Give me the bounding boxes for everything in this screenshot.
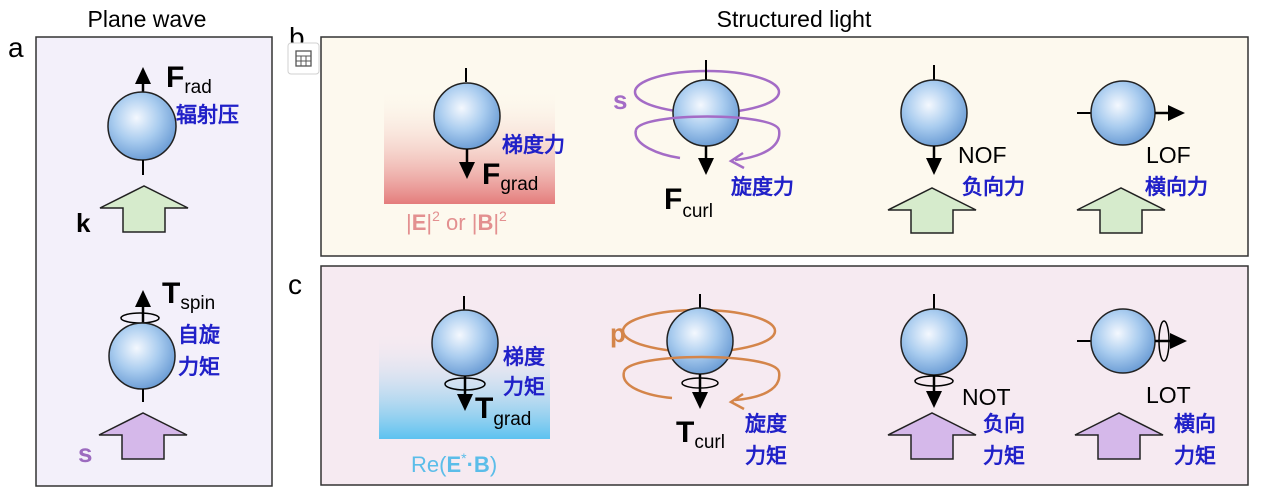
curl-torque-cn-1: 旋度 — [744, 412, 787, 436]
sphere-a-bottom — [108, 322, 176, 390]
sphere-c2 — [666, 307, 734, 375]
sphere-c1 — [431, 309, 499, 377]
overlay-grid-frame — [295, 50, 312, 67]
grad-torque-cn-1: 梯度 — [503, 345, 545, 369]
t-spin-label: Tspin — [162, 277, 215, 314]
nof-arrowhead — [926, 158, 942, 175]
t-curl-arrowhead — [692, 392, 708, 409]
not-arrowhead — [926, 391, 942, 408]
curl-force-cn: 旋度力 — [730, 175, 794, 199]
sphere-b4 — [1090, 80, 1156, 146]
sphere-c3 — [900, 308, 968, 376]
panel-label-a: a — [8, 32, 24, 63]
p-label: p — [610, 318, 626, 348]
s-arrow-lot — [1074, 412, 1164, 460]
f-curl-label: Fcurl — [664, 183, 713, 222]
nof-label: NOF — [958, 142, 1007, 168]
curl-torque-cn-2: 力矩 — [745, 444, 787, 468]
helicity-caption: Re(E*·B) — [411, 450, 497, 477]
spin-loop-arrowhead — [728, 151, 745, 170]
sphere-c4 — [1090, 308, 1156, 374]
not-cn-1: 负向 — [983, 412, 1025, 436]
p-loop-bottom — [622, 355, 781, 402]
grad-force-cn: 梯度力 — [502, 133, 565, 157]
sphere-b1 — [433, 82, 501, 150]
lot-label: LOT — [1146, 382, 1191, 408]
sphere-b3 — [900, 79, 968, 147]
f-rad-label: Frad — [166, 61, 212, 98]
header-structured-light: Structured light — [717, 6, 872, 32]
s-label-b: s — [613, 85, 627, 115]
not-label: NOT — [962, 384, 1011, 410]
nof-cn: 负向力 — [962, 175, 1025, 199]
intensity-caption: |E|2 or |B|2 — [406, 208, 507, 235]
t-spin-cn-2: 力矩 — [178, 355, 220, 379]
lof-cn: 横向力 — [1145, 175, 1208, 199]
lof-label: LOF — [1146, 142, 1191, 168]
grad-torque-cn-2: 力矩 — [503, 375, 545, 399]
f-curl-arrowhead — [698, 158, 714, 175]
spin-loop-bottom-left — [634, 129, 681, 160]
t-spin-cn-1: 自旋 — [178, 323, 221, 347]
f-grad-label: Fgrad — [482, 158, 538, 195]
header-plane-wave: Plane wave — [88, 6, 207, 32]
k-arrow-lof — [1076, 187, 1166, 234]
not-cn-2: 力矩 — [983, 444, 1025, 468]
f-rad-cn: 辐射压 — [176, 103, 239, 127]
sphere-a-top — [107, 91, 177, 161]
k-arrow — [99, 185, 189, 233]
overlay-button-bg[interactable] — [287, 42, 320, 75]
f-rad-arrowhead — [135, 67, 151, 84]
table-grid-icon[interactable] — [287, 42, 320, 75]
k-arrow-nof — [887, 187, 977, 234]
s-label-a: s — [78, 438, 92, 468]
spin-loop-bottom — [634, 115, 781, 162]
f-grad-arrowhead — [459, 162, 475, 179]
s-arrow-not — [887, 412, 977, 460]
k-label: k — [76, 208, 91, 238]
t-grad-label: Tgrad — [475, 392, 531, 430]
panel-label-c: c — [288, 269, 302, 300]
lof-arrowhead — [1168, 105, 1185, 121]
p-loop-bottom-left — [622, 371, 673, 400]
t-grad-arrowhead — [457, 394, 473, 411]
sphere-b2 — [672, 79, 740, 147]
t-spin-arrowhead — [135, 290, 151, 307]
t-curl-label: Tcurl — [676, 416, 725, 453]
lot-cn-2: 力矩 — [1174, 444, 1216, 468]
p-loop-arrowhead — [728, 392, 745, 411]
lot-cn-1: 横向 — [1174, 412, 1216, 436]
s-arrow-a — [98, 412, 188, 460]
panel-a-box — [35, 36, 273, 487]
lot-arrowhead — [1170, 333, 1187, 349]
